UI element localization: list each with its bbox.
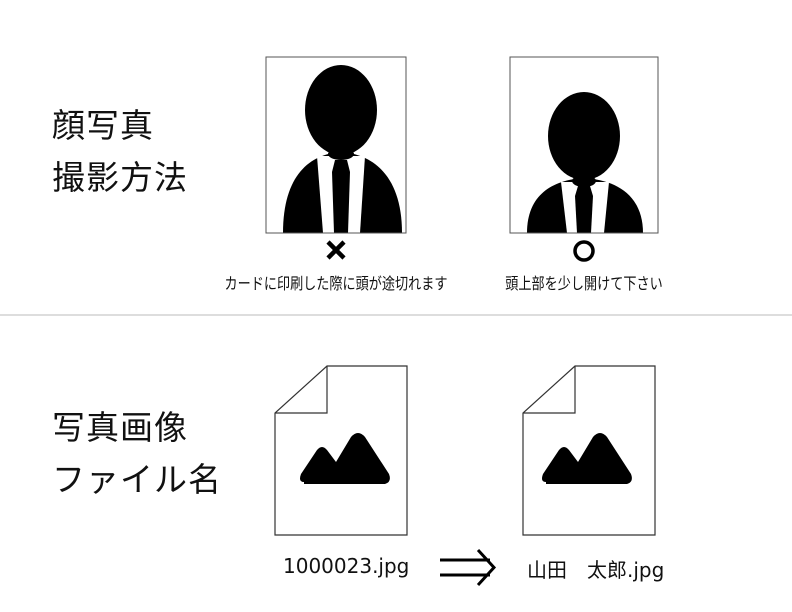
heading-line: ファイル名 bbox=[52, 460, 222, 499]
file-image-icon bbox=[274, 365, 408, 536]
right-arrow-icon bbox=[440, 548, 497, 587]
before-filename: 1000023.jpg bbox=[283, 554, 410, 578]
bad-example-caption: カードに印刷した際に頭が途切れます bbox=[224, 274, 448, 293]
file-image-icon bbox=[522, 365, 656, 536]
heading-line: 撮影方法 bbox=[52, 158, 188, 197]
circle-mark-icon bbox=[573, 240, 595, 262]
good-photo-example bbox=[509, 56, 659, 262]
photo-method-heading: 顔写真 撮影方法 bbox=[52, 100, 188, 204]
head bbox=[548, 92, 620, 180]
heading-line: 写真画像 bbox=[52, 408, 188, 447]
good-example-caption: 頭上部を少し開けて下さい bbox=[505, 274, 663, 293]
cross-mark-icon bbox=[326, 240, 346, 260]
after-filename: 山田 太郎.jpg bbox=[527, 558, 665, 582]
heading-line: 顔写真 bbox=[52, 106, 154, 145]
bad-photo-example bbox=[265, 56, 407, 260]
filename-heading: 写真画像 ファイル名 bbox=[52, 402, 222, 506]
head bbox=[305, 65, 377, 155]
